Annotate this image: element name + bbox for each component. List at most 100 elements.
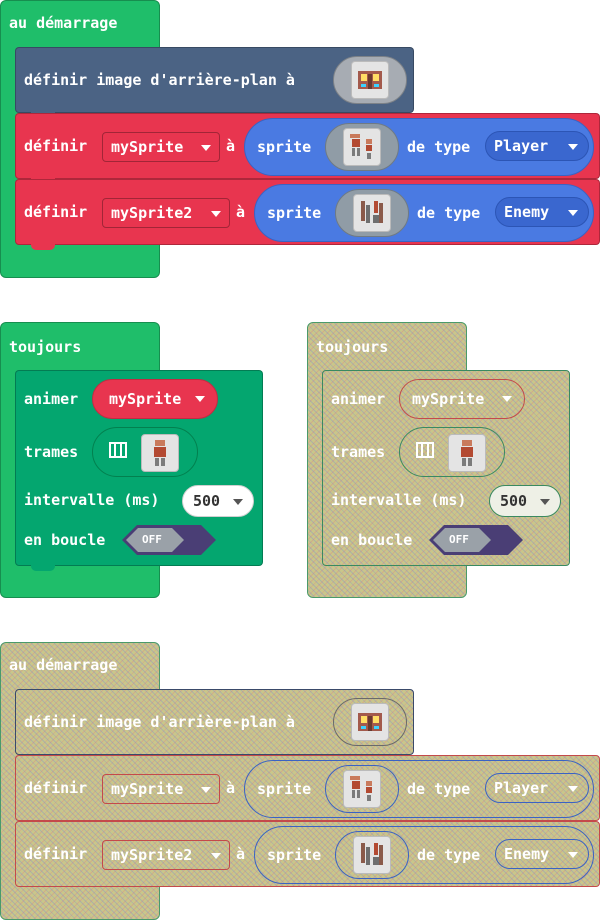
- caret-down-icon: [211, 853, 221, 859]
- caret-down-icon: [211, 211, 221, 217]
- background-image-picker[interactable]: [333, 698, 407, 746]
- sprite-label: sprite: [267, 204, 322, 222]
- sprite-image-picker[interactable]: [335, 831, 409, 879]
- kind-label: de type: [407, 780, 471, 798]
- sprite-create-block[interactable]: sprite de type Enemy: [254, 826, 594, 884]
- loop-label: en boucle: [24, 531, 106, 549]
- set-label: définir: [24, 203, 88, 221]
- forever-label: toujours: [316, 338, 389, 356]
- kind-dropdown[interactable]: Player: [485, 773, 589, 803]
- background-image-icon: [351, 703, 389, 741]
- caret-down-icon: [540, 499, 550, 505]
- set-label: définir: [24, 779, 88, 797]
- interval-label: intervalle (ms): [24, 491, 160, 509]
- set-background-block-disabled[interactable]: définir image d'arrière-plan à: [15, 689, 414, 755]
- frames-label: trames: [24, 443, 79, 461]
- on-start-label: au démarrage: [9, 656, 118, 674]
- kind-label: de type: [407, 138, 471, 156]
- set-background-label: définir image d'arrière-plan à: [24, 713, 295, 731]
- caret-down-icon: [568, 210, 578, 216]
- sprite-label: sprite: [257, 780, 312, 798]
- kind-label: de type: [417, 846, 481, 864]
- forever-label: toujours: [9, 338, 82, 356]
- frames-editor[interactable]: [399, 427, 505, 477]
- sprite-create-block[interactable]: sprite de type Enemy: [254, 184, 594, 242]
- set-label: définir: [24, 845, 88, 863]
- frames-label: trames: [331, 443, 386, 461]
- sprite-image-picker[interactable]: [325, 765, 399, 813]
- variable-dropdown[interactable]: mySprite2: [102, 198, 230, 228]
- loop-value: OFF: [449, 533, 469, 546]
- connector-notch: [31, 244, 55, 250]
- caret-down-icon: [568, 852, 578, 858]
- caret-down-icon: [201, 145, 211, 151]
- kind-dropdown[interactable]: Player: [485, 131, 589, 161]
- sprite-label: sprite: [257, 138, 312, 156]
- filmstrip-icon: [416, 442, 434, 458]
- caret-down-icon: [568, 786, 578, 792]
- interval-dropdown[interactable]: 500: [182, 485, 254, 517]
- loop-toggle[interactable]: OFF: [429, 525, 523, 555]
- animate-label: animer: [24, 390, 79, 408]
- frames-editor[interactable]: [92, 427, 198, 477]
- kind-dropdown[interactable]: Enemy: [495, 197, 589, 227]
- filmstrip-icon: [109, 442, 127, 458]
- animate-variable-dropdown[interactable]: mySprite: [92, 379, 218, 419]
- animate-block[interactable]: animer mySprite trames intervalle (ms) 5…: [15, 370, 263, 566]
- sprite-image-picker[interactable]: [335, 189, 409, 237]
- enemy-sprite-icon: [353, 836, 391, 874]
- background-image-picker[interactable]: [333, 56, 407, 104]
- caret-down-icon: [233, 499, 243, 505]
- set-background-label: définir image d'arrière-plan à: [24, 71, 295, 89]
- loop-label: en boucle: [331, 531, 413, 549]
- loop-toggle[interactable]: OFF: [122, 525, 216, 555]
- kind-dropdown[interactable]: Enemy: [495, 839, 589, 869]
- kind-name: Player: [494, 137, 549, 155]
- connector-notch: [31, 565, 55, 571]
- set-sprite-block[interactable]: définir mySprite à sprite de type Player: [15, 113, 600, 179]
- interval-value: 500: [193, 492, 221, 510]
- to-label: à: [226, 779, 236, 797]
- interval-value: 500: [500, 492, 528, 510]
- to-label: à: [236, 845, 246, 863]
- variable-name: mySprite: [412, 390, 485, 408]
- interval-dropdown[interactable]: 500: [489, 485, 561, 517]
- to-label: à: [226, 137, 236, 155]
- on-start-label: au démarrage: [9, 14, 118, 32]
- variable-name: mySprite: [111, 138, 184, 156]
- animate-label: animer: [331, 390, 386, 408]
- variable-dropdown[interactable]: mySprite: [102, 132, 220, 162]
- animate-block-disabled[interactable]: animer mySprite trames intervalle (ms) 5…: [322, 370, 570, 566]
- sprite-create-block[interactable]: sprite de type Player: [244, 118, 594, 176]
- set-background-block[interactable]: définir image d'arrière-plan à: [15, 47, 414, 113]
- variable-name: mySprite2: [111, 846, 193, 864]
- kind-name: Player: [494, 779, 549, 797]
- sprite-image-picker[interactable]: [325, 123, 399, 171]
- set-sprite-block-disabled[interactable]: définir mySprite à sprite de type Player: [15, 755, 600, 821]
- kind-name: Enemy: [504, 203, 550, 221]
- animate-variable-dropdown[interactable]: mySprite: [399, 379, 525, 419]
- variable-name: mySprite2: [111, 204, 193, 222]
- background-image-icon: [351, 61, 389, 99]
- set-sprite2-block-disabled[interactable]: définir mySprite2 à sprite de type Enemy: [15, 821, 600, 887]
- player-sprite-icon: [448, 434, 486, 472]
- player-sprite-icon: [343, 770, 381, 808]
- variable-dropdown[interactable]: mySprite: [102, 774, 220, 804]
- variable-dropdown[interactable]: mySprite2: [102, 840, 230, 870]
- variable-name: mySprite: [111, 780, 184, 798]
- sprite-label: sprite: [267, 846, 322, 864]
- interval-label: intervalle (ms): [331, 491, 467, 509]
- to-label: à: [236, 203, 246, 221]
- loop-value: OFF: [142, 533, 162, 546]
- player-sprite-icon: [141, 434, 179, 472]
- kind-label: de type: [417, 204, 481, 222]
- enemy-sprite-icon: [353, 194, 391, 232]
- sprite-create-block[interactable]: sprite de type Player: [244, 760, 594, 818]
- caret-down-icon: [568, 144, 578, 150]
- caret-down-icon: [201, 787, 211, 793]
- set-label: définir: [24, 137, 88, 155]
- kind-name: Enemy: [504, 845, 550, 863]
- player-sprite-icon: [343, 128, 381, 166]
- set-sprite2-block[interactable]: définir mySprite2 à sprite de type Enemy: [15, 179, 600, 245]
- variable-name: mySprite: [109, 390, 182, 408]
